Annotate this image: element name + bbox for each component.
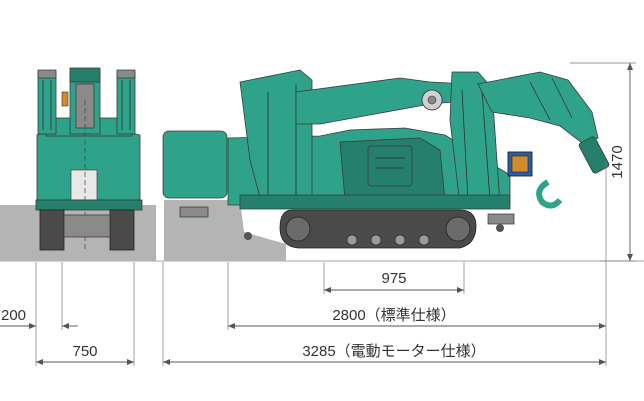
front-left-mast [37, 71, 57, 135]
dim-2800-label: 2800（標準仕様） [332, 307, 455, 324]
front-right-track [109, 209, 135, 251]
side-hook [536, 179, 563, 209]
side-frame [239, 194, 511, 210]
dim-750-label: 750 [72, 343, 97, 360]
side-idler-rear [285, 216, 311, 242]
dim-3285-label: 3285（電動モーター仕様） [302, 343, 485, 360]
side-sprocket [445, 216, 471, 242]
front-nameplate [70, 169, 98, 201]
front-right-mast-cap [116, 69, 136, 79]
side-jib-tip [578, 136, 610, 174]
front-undercarriage [35, 199, 143, 211]
front-view [0, 67, 156, 261]
dim-200-label: 200 [1, 307, 26, 324]
front-right-mast [116, 71, 136, 135]
side-roller-4 [418, 234, 430, 246]
front-left-mast-cap [37, 69, 57, 79]
side-roller-3 [394, 234, 406, 246]
front-center-frame [63, 214, 111, 238]
dim-1470-label: 1470 [609, 145, 626, 178]
extension-lines [35, 62, 636, 366]
side-panel [367, 145, 413, 187]
side-main-boom [295, 77, 477, 125]
front-left-track [39, 209, 65, 251]
dim-975-label: 975 [381, 270, 406, 287]
side-left-outrigger [179, 206, 209, 218]
side-rear-box [162, 130, 228, 199]
front-center-boom-head [69, 67, 101, 83]
side-jib [477, 71, 599, 147]
side-right-outrigger [487, 213, 515, 225]
side-view [162, 69, 610, 261]
front-warning-lamp [61, 91, 69, 107]
side-roller-2 [370, 234, 382, 246]
side-roller-1 [346, 234, 358, 246]
